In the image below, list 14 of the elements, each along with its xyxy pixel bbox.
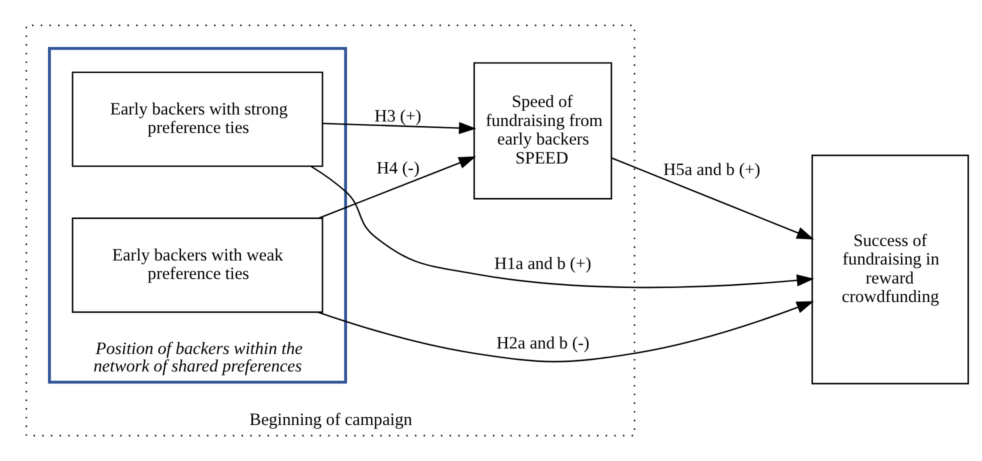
node-box: Early backers with weak preference ties [71,218,323,313]
node-box: Early backers with strong preference ties [71,72,323,167]
edge-label: H4 (-) [376,158,419,178]
arrow [322,122,476,134]
arrow [310,166,814,288]
edge-label: H5a and b (+) [662,160,760,180]
arrow [318,156,476,219]
node-box: Success of fundraising in reward crowdfunding [810,154,968,384]
edge-label: H3 (+) [374,106,421,126]
edge-label: H1a and b (+) [494,254,591,273]
edge-label: H2a and b (-) [496,333,589,352]
arrow [318,301,814,362]
node-box: Speed of fundraising from early backers SPEED [472,62,612,200]
arrow [610,157,814,240]
